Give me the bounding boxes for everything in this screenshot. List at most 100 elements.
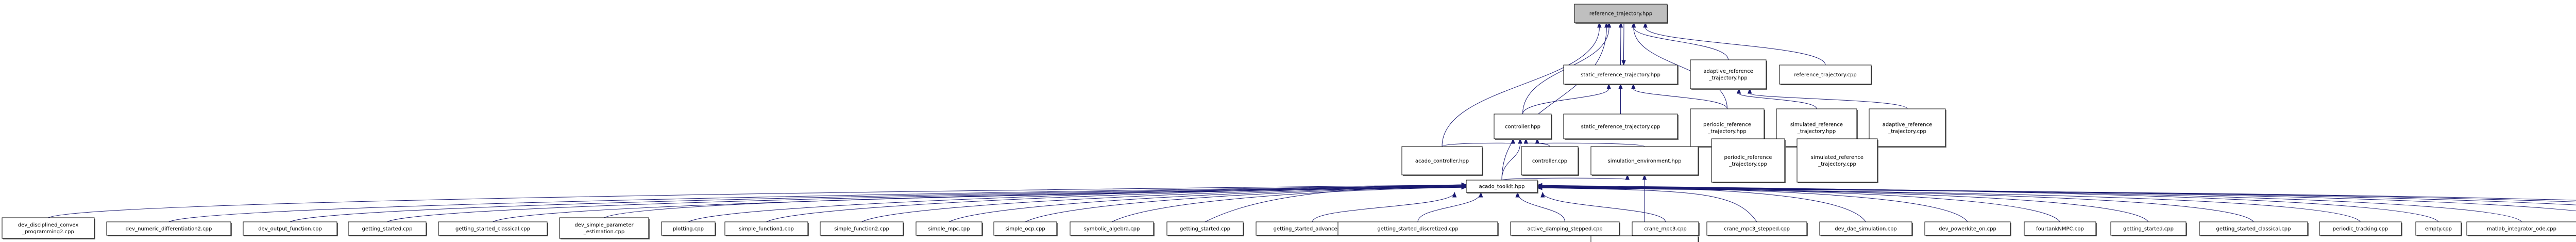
graph-node-leaf-9[interactable]: simple_mpc.cpp — [916, 221, 983, 236]
node-box — [1510, 221, 1620, 236]
node-box — [1590, 146, 1699, 175]
graph-node-leaf-10[interactable]: simple_ocp.cpp — [993, 221, 1058, 236]
graph-node-leaf-0[interactable]: dev_disciplined_convex_programming2.cpp — [2, 217, 95, 239]
edge-arrowhead — [1631, 83, 1636, 89]
node-box — [2, 217, 95, 239]
node-box — [1401, 146, 1483, 175]
node-label: simulated_reference — [1790, 122, 1843, 128]
node-label: acado_toolkit.hpp — [1479, 184, 1525, 190]
node-label: periodic_reference — [1703, 122, 1751, 128]
graph-node-leaf-25[interactable]: matlab_integrator_ode.cpp — [2466, 221, 2576, 236]
node-box — [1869, 108, 1946, 147]
node-label: dev_disciplined_convex — [18, 222, 79, 228]
edges-layer — [48, 22, 2576, 236]
node-box — [559, 217, 649, 239]
edge-leaf-14-to-acado-toolkit-hpp — [1417, 192, 1481, 222]
edge-leaf-26-to-acado-toolkit-hpp — [1537, 186, 2576, 212]
node-box — [243, 221, 337, 236]
edge-leaf-7-to-acado-toolkit-hpp — [766, 185, 1467, 222]
edge-leaf-23-to-acado-toolkit-hpp — [1537, 187, 2361, 222]
edge-arrowhead — [1625, 174, 1630, 180]
graph-node-acado-controller-hpp[interactable]: acado_controller.hpp — [1401, 146, 1483, 176]
graph-node-leaf-4[interactable]: getting_started_classical.cpp — [438, 221, 548, 236]
graph-node-leaf-14[interactable]: getting_started_discretized.cpp — [1337, 221, 1499, 236]
graph-node-leaf-18[interactable]: dev_dae_simulation.cpp — [1819, 221, 1913, 236]
graph-node-leaf-20[interactable]: fourtankNMPC.cpp — [2024, 221, 2097, 236]
node-label: controller.hpp — [1505, 124, 1540, 130]
graph-node-leaf-24[interactable]: empty.cpp — [2415, 221, 2462, 236]
graph-node-simulated-reference-trajectory-cpp[interactable]: simulated_reference _trajectory.cpp — [1797, 138, 1878, 183]
edge-acado-toolkit-hpp-to-reference-trajectory-hpp — [1501, 27, 1607, 181]
graph-node-leaf-21[interactable]: getting_started.cpp — [2110, 221, 2187, 236]
graph-node-leaf-12[interactable]: getting_started.cpp — [1166, 221, 1244, 236]
graph-node-controller-hpp[interactable]: controller.hpp — [1494, 114, 1552, 140]
node-box — [1590, 235, 1699, 242]
graph-node-reference-trajectory-cpp[interactable]: reference_trajectory.cpp — [1779, 64, 1872, 85]
graph-node-leaf-8[interactable]: simple_function2.cpp — [820, 221, 904, 236]
node-box — [2024, 221, 2096, 236]
graph-node-adaptive-reference-trajectory-cpp[interactable]: adaptive_reference_trajectory.cpp — [1869, 108, 1946, 148]
graph-node-leaf-15[interactable]: active_damping_stepped.cpp — [1510, 221, 1620, 236]
graph-node-leaf-11[interactable]: symbolic_algebra.cpp — [1070, 221, 1155, 236]
graph-node-static-reference-trajectory-cpp[interactable]: static_reference_trajectory.cpp — [1563, 114, 1679, 140]
node-label: static_reference_trajectory.cpp — [1581, 124, 1660, 130]
node-label: adaptive_reference — [1703, 69, 1753, 74]
edge-arrowhead — [1631, 22, 1636, 28]
node-label: simulated_reference — [1811, 155, 1863, 160]
graph-node-controller-cpp[interactable]: controller.cpp — [1521, 146, 1579, 176]
graph-node-static-reference-trajectory-hpp[interactable]: static_reference_trajectory.hpp — [1563, 64, 1679, 85]
node-box — [1711, 138, 1785, 183]
graph-node-leaf-3[interactable]: getting_started.cpp — [348, 221, 427, 236]
node-label: getting_started_discretized.cpp — [1377, 227, 1458, 232]
graph-node-leaf-23[interactable]: periodic_tracking.cpp — [2319, 221, 2402, 236]
node-box — [438, 221, 548, 236]
graph-node-leaf-7[interactable]: simple_function1.cpp — [724, 221, 809, 236]
node-label: reference_trajectory.cpp — [1794, 72, 1856, 78]
node-box — [1563, 64, 1678, 85]
edge-leaf-4-to-acado-toolkit-hpp — [493, 186, 1467, 222]
edge-arrowhead — [1621, 60, 1626, 66]
graph-node-periodic-reference-trajectory-cpp[interactable]: periodic_reference_trajectory.cpp — [1711, 138, 1786, 183]
graph-node-leaf-16[interactable]: crane_mpc3.cpp — [1632, 221, 1700, 236]
graph-node-simulation-environment-hpp[interactable]: simulation_environment.hpp — [1590, 146, 1699, 176]
graph-node-adaptive-reference-trajectory-hpp[interactable]: adaptive_reference_trajectory.hpp — [1690, 59, 1767, 90]
node-label: _trajectory.hpp — [1797, 129, 1836, 135]
node-box — [1337, 221, 1498, 236]
edge-controller-hpp-to-static-reference-trajectory-hpp — [1522, 88, 1609, 115]
edge-leaf-17-to-acado-toolkit-hpp — [1537, 187, 1757, 222]
graph-node-leaf-2[interactable]: dev_output_function.cpp — [243, 221, 338, 236]
edge-arrowhead — [1747, 88, 1752, 94]
edge-adaptive-reference-trajectory-hpp-to-reference-trajectory-hpp — [1633, 27, 1728, 60]
edge-leaf-10-to-acado-toolkit-hpp — [1025, 186, 1467, 222]
edge-arrowhead — [1618, 22, 1623, 28]
node-box — [1632, 221, 1699, 236]
node-box — [820, 221, 904, 236]
edge-arrowhead — [1606, 83, 1611, 89]
graph-node-acado-toolkit-hpp[interactable]: acado_toolkit.hpp — [1466, 180, 1538, 193]
node-box — [1563, 114, 1678, 139]
graph-node-leaf-5[interactable]: dev_simple_parameter_estimation.cpp — [559, 217, 650, 239]
graph-node-leaf-6[interactable]: plotting.cpp — [661, 221, 716, 236]
node-box — [1819, 221, 1912, 236]
edge-leaf-6-to-acado-toolkit-hpp — [688, 184, 1467, 222]
edge-leaf-13-to-acado-toolkit-hpp — [1312, 192, 1455, 222]
edge-leaf-25-to-acado-toolkit-hpp — [1537, 185, 2522, 222]
edge-acado-controller-hpp-to-reference-trajectory-hpp — [1442, 27, 1600, 147]
node-label: crane_mpc3_stepped.cpp — [1724, 227, 1790, 232]
graph-node-leaf-19[interactable]: dev_powerkite_on.cpp — [1924, 221, 2011, 236]
edge-arrowhead — [1536, 185, 1543, 190]
graph-node-simulation-environment-cpp[interactable]: simulation_environment.cpp — [1590, 235, 1699, 242]
graph-node-leaf-22[interactable]: getting_started_classical.cpp — [2199, 221, 2309, 236]
edge-acado-toolkit-hpp-to-controller-hpp — [1501, 143, 1521, 181]
node-label: matlab_integrator_ode.cpp — [2487, 227, 2556, 232]
graph-node-reference-trajectory-hpp[interactable]: reference_trajectory.hpp — [1574, 4, 1668, 24]
node-label: simulation_environment.hpp — [1607, 158, 1681, 164]
graph-node-leaf-17[interactable]: crane_mpc3_stepped.cpp — [1706, 221, 1808, 236]
graph-node-leaf-1[interactable]: dev_numeric_differentiation2.cpp — [106, 221, 232, 236]
edge-arrowhead — [1452, 191, 1457, 198]
node-label: _trajectory.cpp — [1818, 162, 1856, 167]
node-label: dev_output_function.cpp — [258, 227, 322, 232]
node-label: empty.cpp — [2425, 227, 2452, 232]
edge-arrowhead — [1618, 83, 1623, 89]
edge-leaf-24-to-acado-toolkit-hpp — [1537, 185, 2439, 222]
